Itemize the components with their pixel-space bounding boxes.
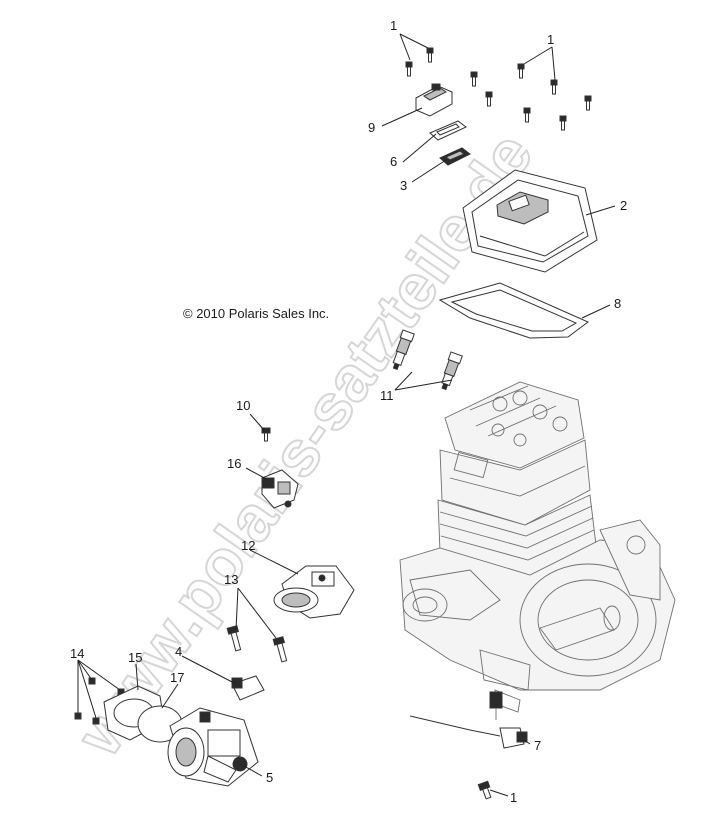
part-10-screw (261, 427, 271, 442)
part-16-map-sensor (261, 469, 299, 509)
engine-assembly (399, 381, 676, 720)
callout-1-top-right: 1 (547, 32, 554, 47)
callout-1-bottom: 1 (510, 790, 517, 805)
callout-5: 5 (266, 770, 273, 785)
part-2-valve-cover (462, 169, 598, 273)
leader-lines (77, 33, 616, 797)
part-8-cover-gasket (438, 282, 589, 339)
callout-14: 14 (70, 646, 84, 661)
part-13-bolts (226, 625, 288, 663)
callout-2: 2 (620, 198, 627, 213)
callout-6: 6 (390, 154, 397, 169)
callout-1-top-left: 1 (390, 18, 397, 33)
callout-13: 13 (224, 572, 238, 587)
part-1-bottom-bolt (477, 780, 492, 800)
callout-4: 4 (175, 644, 182, 659)
part-9-breather-cover (415, 83, 453, 117)
callout-8: 8 (614, 296, 621, 311)
part-4-sensor (231, 675, 265, 701)
callout-labels: 1 1 1 2 3 4 5 6 7 8 9 10 11 12 13 14 15 … (70, 18, 627, 805)
part-5-throttle-body (167, 707, 259, 787)
callout-15: 15 (128, 650, 142, 665)
callout-9: 9 (368, 120, 375, 135)
bolt-group-top-left (405, 47, 434, 77)
part-12-intake-adapter (273, 565, 355, 619)
callout-3: 3 (400, 178, 407, 193)
copyright-text: © 2010 Polaris Sales Inc. (183, 306, 329, 321)
part-7-crank-sensor (409, 715, 528, 749)
part-6-gasket (429, 120, 467, 141)
bolt-group-top-right (470, 63, 592, 131)
part-3-filter-element (439, 147, 471, 166)
callout-10: 10 (236, 398, 250, 413)
callout-11: 11 (380, 388, 394, 403)
callout-7: 7 (534, 738, 541, 753)
callout-16: 16 (227, 456, 241, 471)
callout-17: 17 (170, 670, 184, 685)
callout-12: 12 (241, 538, 255, 553)
part-11-spark-plugs (392, 329, 463, 391)
